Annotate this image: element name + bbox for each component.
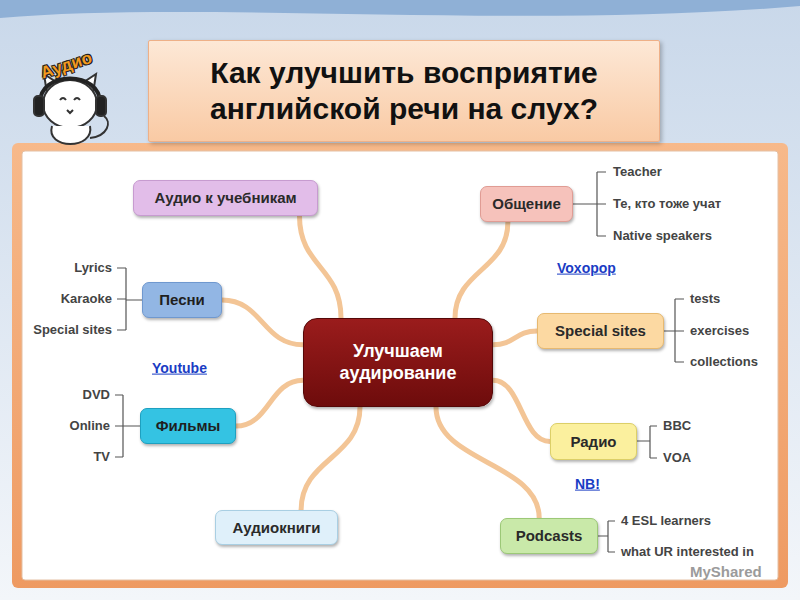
leaf-label: what UR interested in: [621, 544, 754, 560]
node-label: Улучшаем аудирование: [323, 341, 473, 384]
node-label: Аудиокниги: [233, 519, 321, 537]
branch-box: Special sites: [537, 313, 664, 349]
leaf-label: TV: [93, 449, 110, 465]
map-panel: [22, 151, 778, 580]
central-box: Улучшаем аудирование: [303, 318, 493, 407]
branch-box: Фильмы: [140, 408, 236, 444]
slide-title: Как улучшить восприятие английской речи …: [149, 55, 659, 127]
node-label: Радио: [570, 433, 616, 451]
top-wave: [0, 0, 800, 18]
leaf-label: Те, кто тоже учат: [613, 196, 721, 212]
link-text: Voxopop: [557, 260, 616, 277]
leaf-label: Special sites: [33, 322, 112, 338]
branch-box: Радио: [550, 423, 637, 460]
leaf-label: Lyrics: [74, 260, 112, 276]
leaf-label: DVD: [83, 387, 110, 403]
map-frame: [12, 143, 788, 588]
branch-box: Podcasts: [500, 518, 598, 554]
branch-connector: [301, 407, 360, 510]
link-text: Youtube: [152, 360, 207, 377]
branch-box: Песни: [142, 282, 222, 318]
branch-connector: [493, 331, 537, 345]
watermark: MyShared: [690, 563, 762, 581]
branch-box: Аудио к учебникам: [133, 180, 318, 216]
branch-box: Общение: [480, 186, 573, 222]
leaf-label: collections: [690, 354, 758, 370]
node-label: Podcasts: [516, 527, 583, 545]
leaf-label: 4 ESL learners: [621, 513, 711, 529]
branch-connector: [236, 380, 303, 426]
leaf-label: VOA: [663, 450, 691, 466]
branch-connector: [493, 380, 550, 441]
node-label: Песни: [159, 291, 205, 309]
branch-connector: [455, 222, 508, 318]
leaf-label: Karaoke: [61, 291, 112, 307]
leaf-brackets: [115, 172, 684, 552]
branch-connector: [222, 300, 303, 345]
node-label: Общение: [492, 195, 561, 213]
leaf-label: Teacher: [613, 164, 662, 180]
branch-box: Аудиокниги: [215, 510, 338, 545]
title-banner: Как улучшить восприятие английской речи …: [148, 40, 660, 142]
node-label: Аудио к учебникам: [154, 189, 296, 207]
cat-logo: [34, 74, 108, 144]
branch-connector: [436, 407, 539, 518]
node-label: Фильмы: [156, 417, 221, 435]
leaf-label: Native speakers: [613, 228, 712, 244]
leaf-label: exercises: [690, 323, 749, 339]
branch-connector: [300, 216, 342, 318]
leaf-label: Online: [70, 418, 110, 434]
node-label: Special sites: [555, 322, 646, 340]
leaf-label: tests: [690, 291, 720, 307]
leaf-label: BBC: [663, 418, 691, 434]
link-text: NB!: [575, 476, 600, 493]
